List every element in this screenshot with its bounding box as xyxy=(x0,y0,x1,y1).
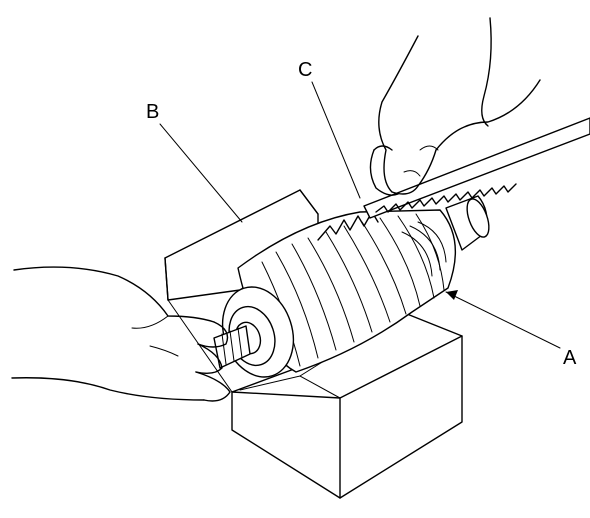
leader-line-c xyxy=(311,81,361,199)
right-hand xyxy=(369,17,541,196)
armature xyxy=(213,195,490,378)
callout-label-b: B xyxy=(146,101,159,123)
leader-line-a xyxy=(445,291,561,349)
left-hand xyxy=(11,266,231,402)
leader-line-b xyxy=(159,123,243,223)
callout-label-a: A xyxy=(563,347,577,369)
hacksaw-blade xyxy=(363,117,590,219)
callout-label-c: C xyxy=(298,59,312,81)
leader-lines xyxy=(159,81,561,349)
